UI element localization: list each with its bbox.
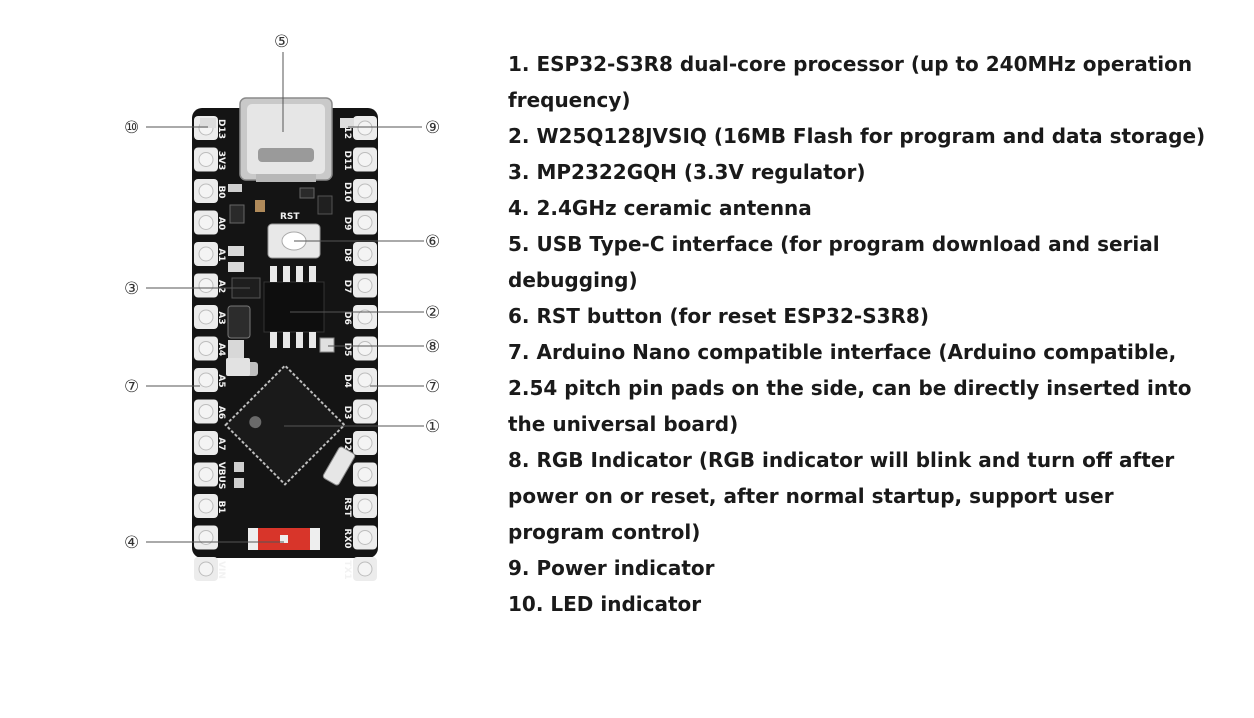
left-pin-label-a5: A5: [216, 374, 226, 387]
legend-item-7: 7. Arduino Nano compatible interface (Ar…: [508, 340, 1192, 436]
legend-item-5: 5. USB Type-C interface (for program dow…: [508, 232, 1160, 292]
left-pad-hole-11: [198, 435, 214, 451]
left-pin-label-a7: A7: [216, 437, 226, 450]
left-pin-label-a2: A2: [216, 280, 226, 293]
legend-item-6: 6. RST button (for reset ESP32-S3R8): [508, 304, 929, 328]
right-pin-label-d2: D2: [342, 437, 352, 451]
right-pin-label-d6: D6: [342, 311, 352, 325]
right-pin-label-d4: D4: [342, 374, 352, 388]
left-pad-hole-14: [198, 530, 214, 545]
right-pad-hole-12: [357, 467, 373, 482]
right-pin-header: [353, 116, 377, 581]
esp32-s3-chip: [224, 364, 346, 486]
left-pin-label-d13: D13: [216, 119, 226, 139]
right-pad-hole-11: [357, 435, 373, 451]
right-pin-label-tx1: TX1: [342, 560, 352, 579]
left-pad-hole-4: [198, 215, 214, 230]
right-pin-label-d10: D10: [342, 182, 352, 202]
right-pin-label-d8: D8: [342, 248, 352, 262]
left-pin-label-a0: A0: [216, 217, 226, 230]
left-pin-header: [194, 116, 218, 581]
left-pad-hole-13: [198, 498, 214, 514]
right-pad-hole-15: [357, 561, 373, 577]
right-pad-hole-9: [357, 372, 373, 388]
left-pad-hole-10: [198, 404, 214, 419]
left-pin-label-a4: A4: [216, 343, 226, 356]
left-pin-label-vin: VIN: [216, 561, 226, 579]
right-pad-hole-14: [357, 530, 373, 545]
left-pin-label-b0: B0: [216, 185, 226, 198]
mp2322-regulator: [227, 246, 261, 376]
left-pad-hole-2: [198, 152, 214, 167]
right-pin-label-rx0: RX0: [342, 528, 352, 548]
left-pad-hole-5: [198, 246, 214, 262]
left-pad-hole-8: [198, 341, 214, 356]
ceramic-antenna: [248, 528, 320, 550]
callout-10: ⑩: [124, 118, 139, 138]
right-pin-label-d9: D9: [342, 217, 352, 231]
right-pin-label-rst: RST: [342, 497, 352, 517]
feature-legend: 1. ESP32-S3R8 dual-core processor (up to…: [508, 46, 1208, 622]
legend-item-3: 3. MP2322GQH (3.3V regulator): [508, 160, 866, 184]
right-pin-label-d5: D5: [342, 343, 352, 357]
callout-4: ④: [124, 533, 139, 553]
right-pad-hole-4: [357, 215, 373, 230]
legend-item-2: 2. W25Q128JVSIQ (16MB Flash for program …: [508, 124, 1206, 148]
right-pad-hole-13: [357, 498, 373, 514]
legend-item-8: 8. RGB Indicator (RGB indicator will bli…: [508, 448, 1175, 544]
right-pin-label-d12: D12: [342, 119, 352, 139]
legend-item-1: 1. ESP32-S3R8 dual-core processor (up to…: [508, 52, 1193, 112]
callout-lines: [146, 52, 424, 543]
right-pin-label-d7: D7: [342, 280, 352, 294]
callout-6: ⑥: [425, 232, 440, 252]
left-pad-hole-15: [198, 561, 214, 577]
led-indicator: [200, 118, 216, 128]
right-pad-hole-6: [357, 278, 373, 293]
right-pad-hole-1: [357, 120, 373, 136]
right-pad-hole-7: [357, 309, 373, 325]
w25q128-flash-chip: [263, 266, 325, 348]
left-pin-label-3v3: 3V3: [216, 151, 226, 171]
left-pad-hole-7: [198, 309, 214, 325]
left-pin-label-vbus: VBUS: [216, 462, 226, 490]
legend-item-9: 9. Power indicator: [508, 556, 715, 580]
callout-7-right: ⑦: [425, 377, 440, 397]
left-pin-label-a6: A6: [216, 406, 226, 419]
rgb-indicator: [319, 337, 335, 353]
left-pin-label-a1: A1: [216, 248, 226, 261]
right-pin-label-d3: D3: [342, 406, 352, 420]
right-pad-hole-8: [357, 341, 373, 356]
crystal: [226, 358, 250, 376]
left-pad-hole-6: [198, 278, 214, 293]
right-pad-hole-2: [357, 152, 373, 167]
right-pad-hole-5: [357, 246, 373, 262]
left-pin-label-b1: B1: [216, 500, 226, 513]
right-pad-hole-10: [357, 404, 373, 419]
callout-1: ①: [425, 417, 440, 437]
callout-2: ②: [425, 303, 440, 323]
left-pad-hole-12: [198, 467, 214, 482]
right-pin-label-d11: D11: [342, 151, 352, 171]
callout-8: ⑧: [425, 337, 440, 357]
right-pad-hole-3: [357, 183, 373, 199]
callout-3: ③: [124, 279, 139, 299]
left-pad-hole-3: [198, 183, 214, 199]
left-pad-hole-9: [198, 372, 214, 388]
callout-7-left: ⑦: [124, 377, 139, 397]
legend-item-4: 4. 2.4GHz ceramic antenna: [508, 196, 812, 220]
left-pin-label-a3: A3: [216, 311, 226, 324]
rst-silkscreen: RST: [280, 212, 300, 222]
legend-item-10: 10. LED indicator: [508, 592, 702, 616]
callout-9: ⑨: [425, 118, 440, 138]
callout-5: ⑤: [274, 32, 289, 52]
power-indicator: [340, 118, 354, 128]
usb-type-c-connector: [239, 97, 333, 182]
